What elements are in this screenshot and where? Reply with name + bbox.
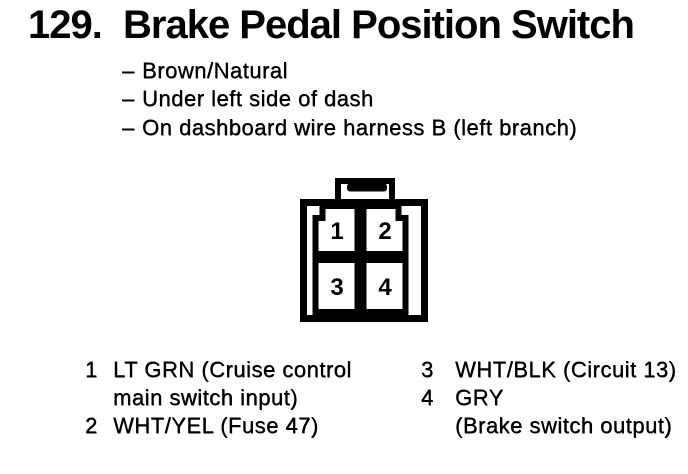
- legend-pin-number: 4: [421, 385, 434, 410]
- legend-description: WHT/BLK (Circuit 13): [455, 356, 676, 384]
- legend-column-right: 3 WHT/BLK (Circuit 13) 4 GRY (Brake swit…: [421, 356, 676, 440]
- note-text: Under left side of dash: [142, 86, 374, 112]
- legend-entry-pin-1: 1 LT GRN (Cruise control main switch inp…: [85, 356, 352, 412]
- latch-slot: [347, 183, 387, 192]
- dash-bullet: –: [122, 114, 135, 140]
- cavity-2: [360, 203, 409, 257]
- dash-bullet: –: [122, 86, 135, 112]
- legend-description: LT GRN (Cruise control main switch input…: [113, 356, 352, 412]
- note-item: – Brown/Natural: [122, 57, 577, 85]
- note-item: – Under left side of dash: [122, 85, 577, 113]
- note-text: On dashboard wire harness B (left branch…: [142, 114, 578, 140]
- cavity-3: [312, 257, 361, 315]
- section-title: Brake Pedal Position Switch: [123, 3, 635, 47]
- legend-text-line: WHT/BLK (Circuit 13): [455, 357, 677, 382]
- legend-pin-number: 2: [85, 413, 98, 438]
- notes-list: – Brown/Natural – Under left side of das…: [122, 57, 577, 142]
- note-text: Brown/Natural: [142, 58, 288, 83]
- pin-label-3: 3: [330, 274, 343, 301]
- legend-column-left: 1 LT GRN (Cruise control main switch inp…: [85, 356, 352, 440]
- pin-label-1: 1: [330, 218, 343, 245]
- legend-text-line: GRY: [455, 385, 504, 410]
- pin-label-4: 4: [378, 274, 392, 301]
- dash-bullet: –: [122, 58, 135, 83]
- legend-entry-pin-3: 3 WHT/BLK (Circuit 13): [421, 356, 676, 384]
- legend-pin-number: 1: [85, 357, 98, 382]
- legend-text-line: main switch input): [113, 385, 299, 410]
- legend-text-line: (Brake switch output): [455, 413, 673, 438]
- cavity-1: [312, 203, 361, 257]
- legend-text-line: WHT/YEL (Fuse 47): [113, 413, 319, 438]
- legend-entry-pin-2: 2 WHT/YEL (Fuse 47): [85, 412, 352, 440]
- legend-text-line: LT GRN (Cruise control: [113, 357, 352, 382]
- legend-description: WHT/YEL (Fuse 47): [113, 412, 319, 440]
- legend-pin-number: 3: [421, 357, 434, 382]
- section-number: 129.: [28, 3, 103, 47]
- legend-entry-pin-4: 4 GRY (Brake switch output): [421, 384, 676, 440]
- note-item: – On dashboard wire harness B (left bran…: [122, 114, 577, 142]
- connector-diagram: 1 2 3 4: [300, 178, 428, 322]
- cavity-4: [360, 257, 409, 315]
- legend-description: GRY (Brake switch output): [455, 384, 672, 440]
- page-title: 129. Brake Pedal Position Switch: [28, 2, 635, 48]
- pin-label-2: 2: [378, 218, 391, 245]
